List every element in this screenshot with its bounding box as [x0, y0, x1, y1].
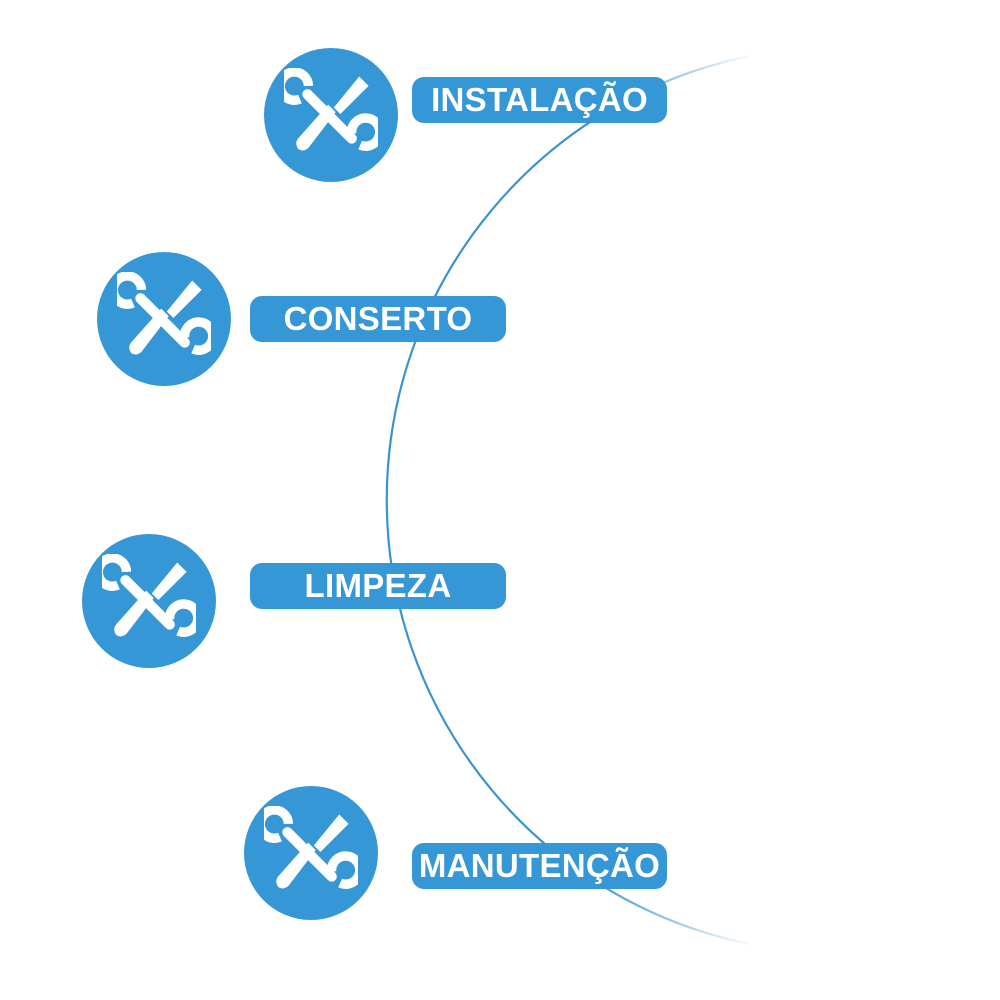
wrench-screwdriver-icon	[97, 252, 231, 386]
wrench-screwdriver-icon	[244, 786, 378, 920]
label-conserto: CONSERTO	[250, 296, 506, 342]
wrench-screwdriver-icon	[82, 534, 216, 668]
label-limpeza: LIMPEZA	[250, 563, 506, 609]
label-manutencao: MANUTENÇÃO	[412, 843, 667, 889]
wrench-screwdriver-icon	[264, 48, 398, 182]
label-instalacao: INSTALAÇÃO	[412, 77, 667, 123]
